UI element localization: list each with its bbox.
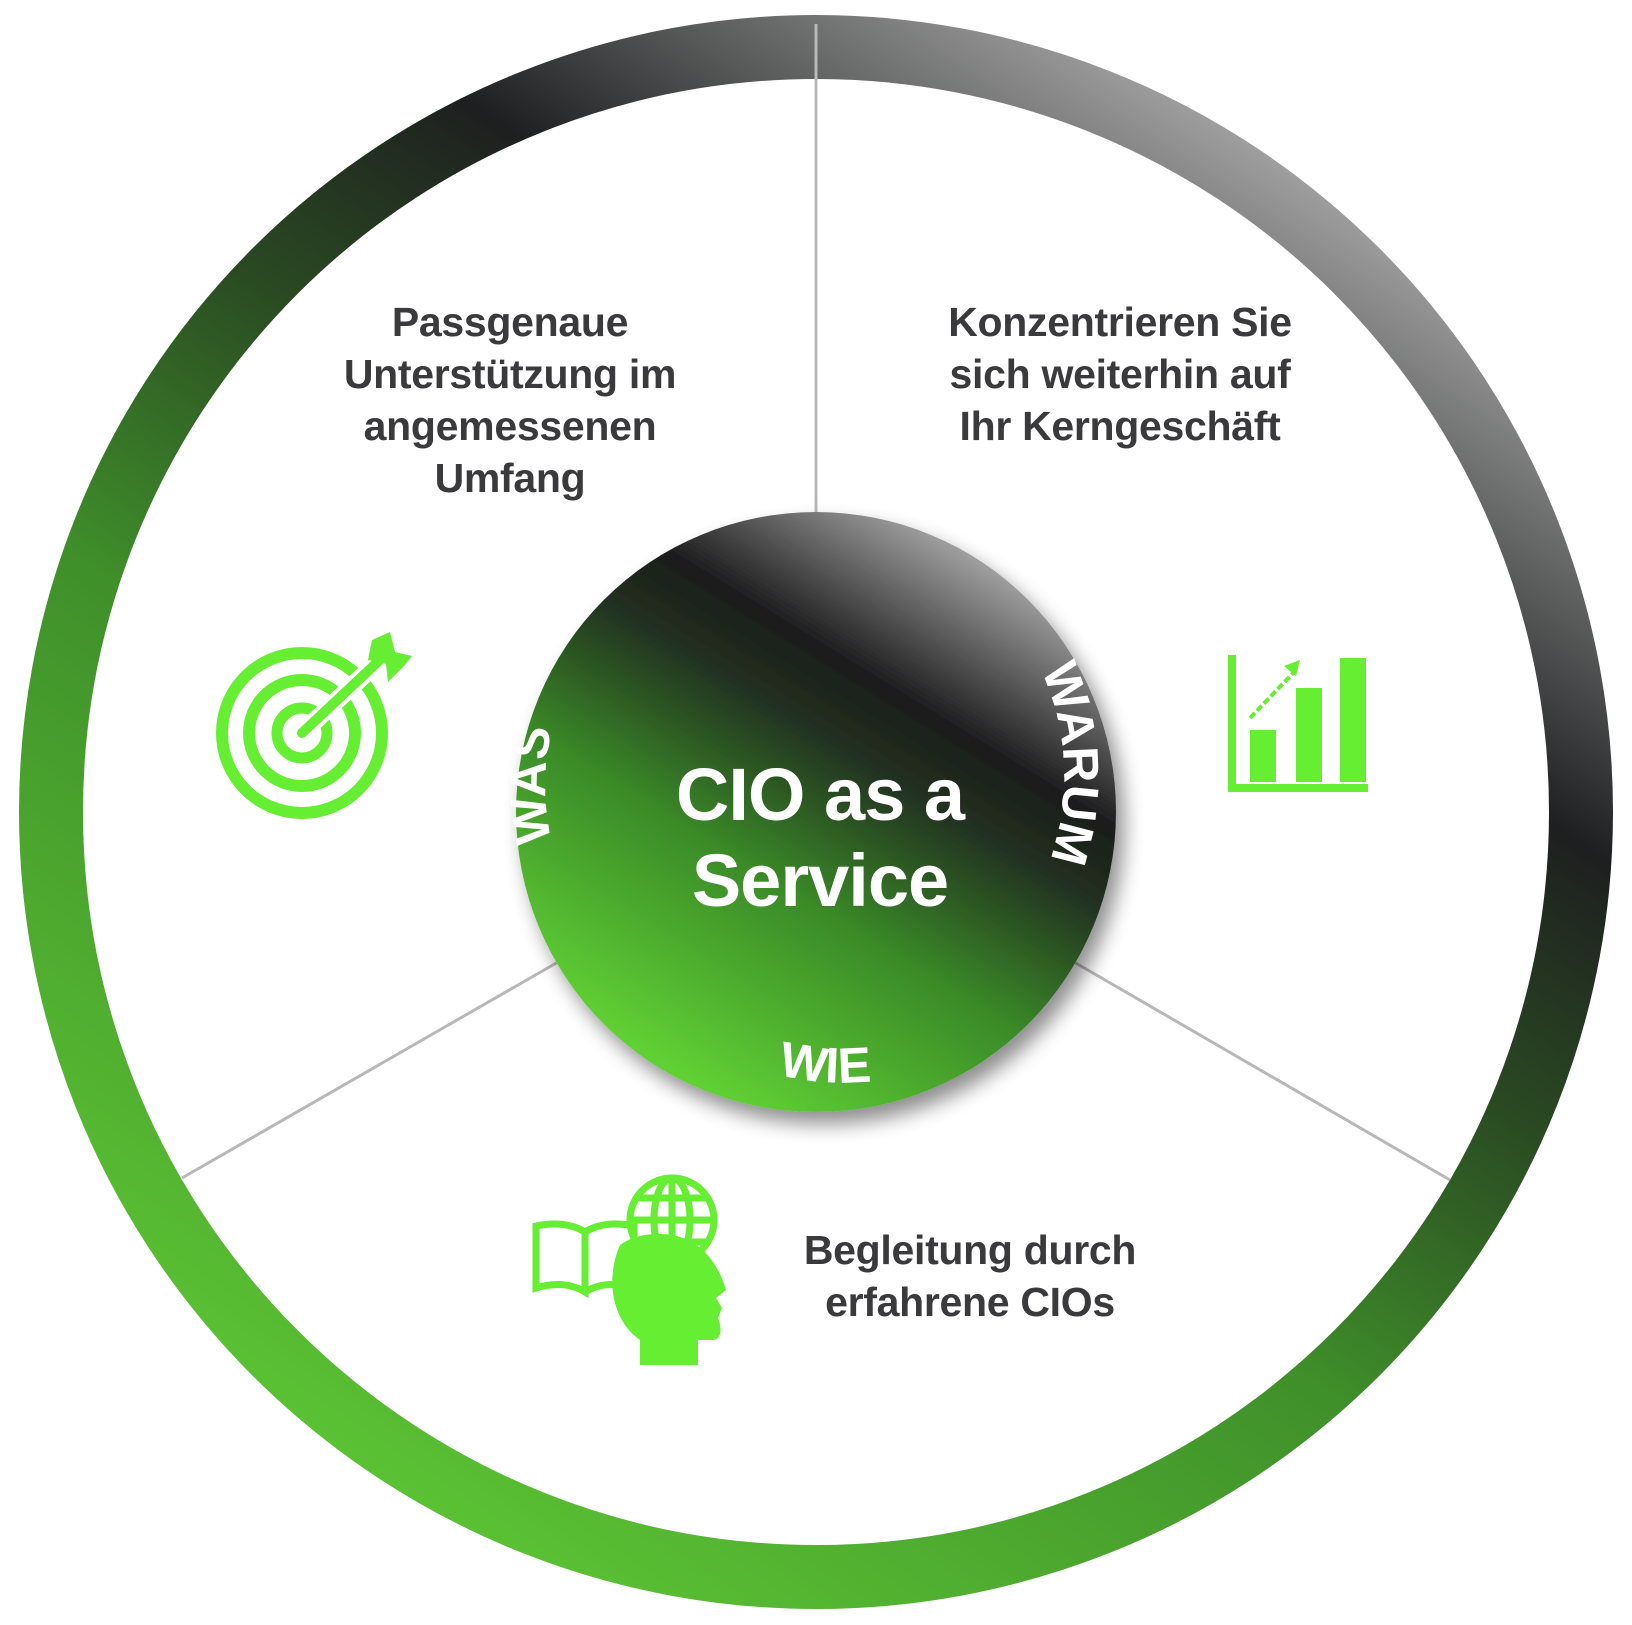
center-circle xyxy=(516,512,1116,1112)
segment-text-warum: Konzentrieren Sie sich weiterhin auf Ihr… xyxy=(840,296,1400,452)
bar-chart-growth-icon xyxy=(1228,655,1368,792)
segment-was-line: Umfang xyxy=(434,455,586,501)
segment-text-was: Passgenaue Unterstützung im angemessenen… xyxy=(250,296,770,504)
segment-text-wie: Begleitung durch erfahrene CIOs xyxy=(740,1224,1200,1328)
segment-warum-line: Konzentrieren Sie xyxy=(948,299,1292,345)
segment-warum-line: sich weiterhin auf xyxy=(949,351,1291,397)
segment-was-line: Passgenaue xyxy=(391,299,629,345)
segment-was-line: angemessenen xyxy=(363,403,657,449)
center-title: CIO as a Service xyxy=(580,752,1060,924)
center-title-line: CIO as a xyxy=(675,753,965,836)
wedge-label-was: WAS xyxy=(500,721,562,847)
segment-warum-line: Ihr Kerngeschäft xyxy=(959,403,1281,449)
wedge-label-wie: WIE xyxy=(776,1031,872,1094)
divider-right xyxy=(1073,960,1451,1182)
segment-wie-line: Begleitung durch xyxy=(803,1227,1137,1273)
target-arrow-icon xyxy=(216,632,412,819)
center-title-line: Service xyxy=(691,839,949,922)
divider-left xyxy=(181,960,559,1180)
head-book-globe-icon xyxy=(532,1174,726,1365)
segment-was-line: Unterstützung im xyxy=(343,351,677,397)
segment-wie-line: erfahrene CIOs xyxy=(825,1279,1115,1325)
